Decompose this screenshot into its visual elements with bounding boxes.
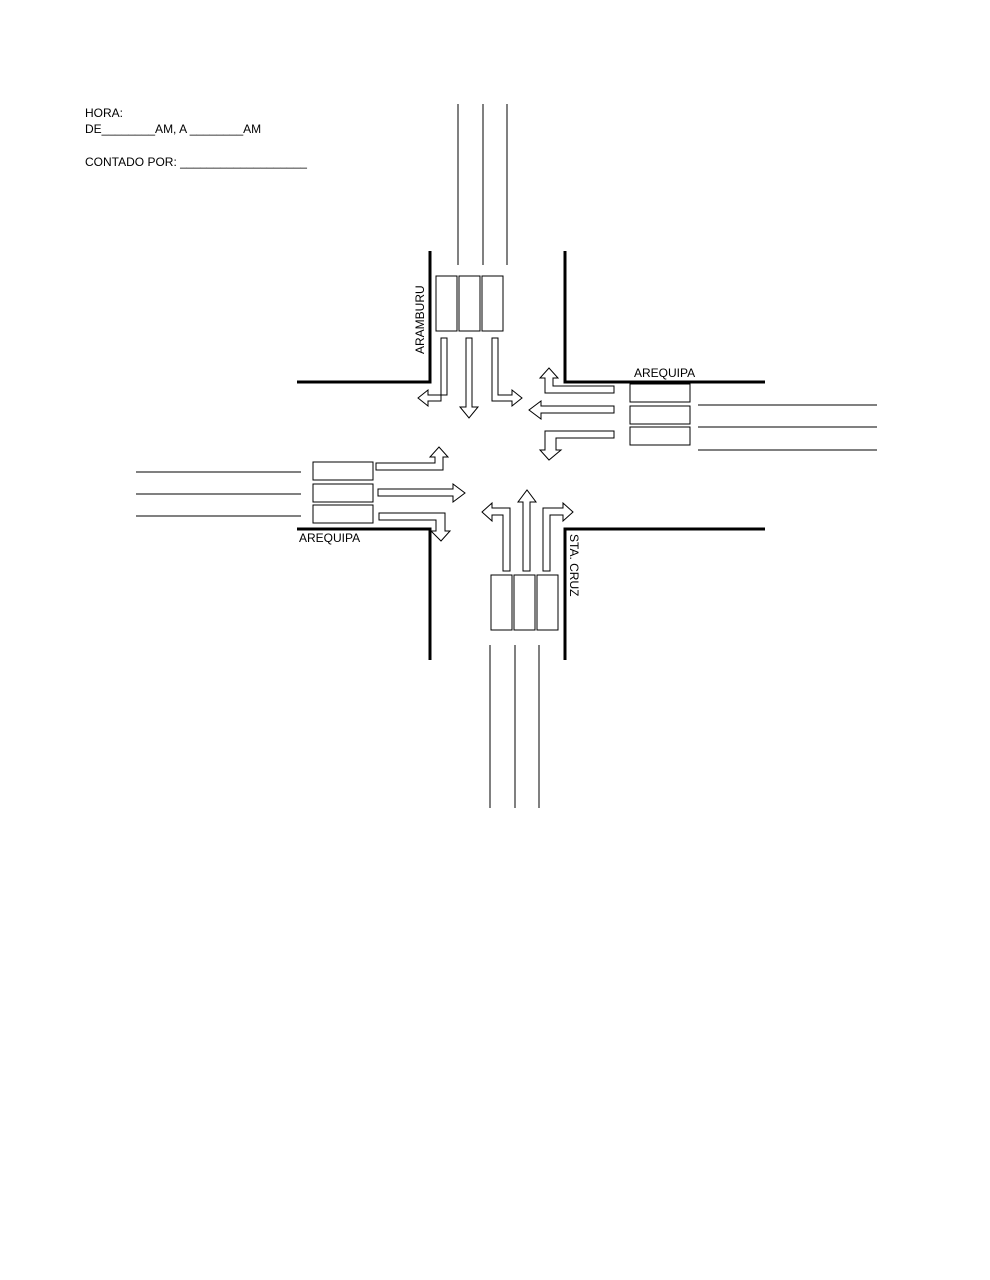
count-box[interactable] bbox=[312, 461, 374, 481]
north-through-arrow bbox=[458, 337, 480, 419]
street-name-east: AREQUIPA bbox=[634, 366, 695, 380]
time-range-field[interactable]: DE________AM, A ________AM bbox=[85, 122, 262, 136]
east-left-turn-arrow bbox=[538, 430, 615, 461]
north-right-turn-arrow bbox=[417, 337, 448, 408]
street-name-west: AREQUIPA bbox=[299, 531, 360, 545]
south-left-turn-arrow bbox=[481, 501, 511, 572]
count-box[interactable] bbox=[513, 574, 536, 631]
south-road-lanes bbox=[489, 645, 540, 808]
count-box[interactable] bbox=[629, 426, 691, 446]
curb-northeast bbox=[563, 251, 765, 384]
count-box[interactable] bbox=[312, 483, 374, 503]
east-count-boxes[interactable] bbox=[629, 383, 691, 446]
count-box[interactable] bbox=[536, 574, 559, 631]
south-through-arrow bbox=[517, 489, 537, 572]
west-left-turn-arrow bbox=[375, 446, 450, 471]
north-count-boxes[interactable] bbox=[435, 275, 504, 332]
west-road-lanes bbox=[136, 471, 301, 517]
north-road-lanes bbox=[457, 104, 508, 265]
hora-label: HORA: bbox=[85, 106, 124, 120]
count-box[interactable] bbox=[481, 275, 504, 332]
count-box[interactable] bbox=[458, 275, 481, 332]
street-name-south: STA. CRUZ bbox=[567, 534, 581, 596]
east-through-arrow bbox=[528, 400, 615, 420]
north-left-turn-arrow bbox=[491, 337, 523, 408]
count-box[interactable] bbox=[629, 405, 691, 425]
count-box[interactable] bbox=[312, 504, 374, 524]
west-through-arrow bbox=[377, 483, 466, 503]
west-right-turn-arrow bbox=[378, 512, 452, 542]
curb-southwest bbox=[297, 527, 432, 660]
south-count-boxes[interactable] bbox=[490, 574, 559, 631]
west-count-boxes[interactable] bbox=[312, 461, 374, 524]
curb-southeast bbox=[563, 527, 765, 660]
count-box[interactable] bbox=[490, 574, 513, 631]
curb-northwest bbox=[297, 251, 432, 384]
counted-by-field[interactable]: CONTADO POR: ___________________ bbox=[85, 155, 307, 169]
street-name-north: ARAMBURU bbox=[413, 285, 427, 354]
count-box[interactable] bbox=[435, 275, 458, 332]
count-box[interactable] bbox=[629, 383, 691, 403]
east-right-turn-arrow bbox=[538, 367, 615, 394]
south-right-turn-arrow bbox=[542, 501, 574, 572]
east-road-lanes bbox=[698, 404, 877, 451]
